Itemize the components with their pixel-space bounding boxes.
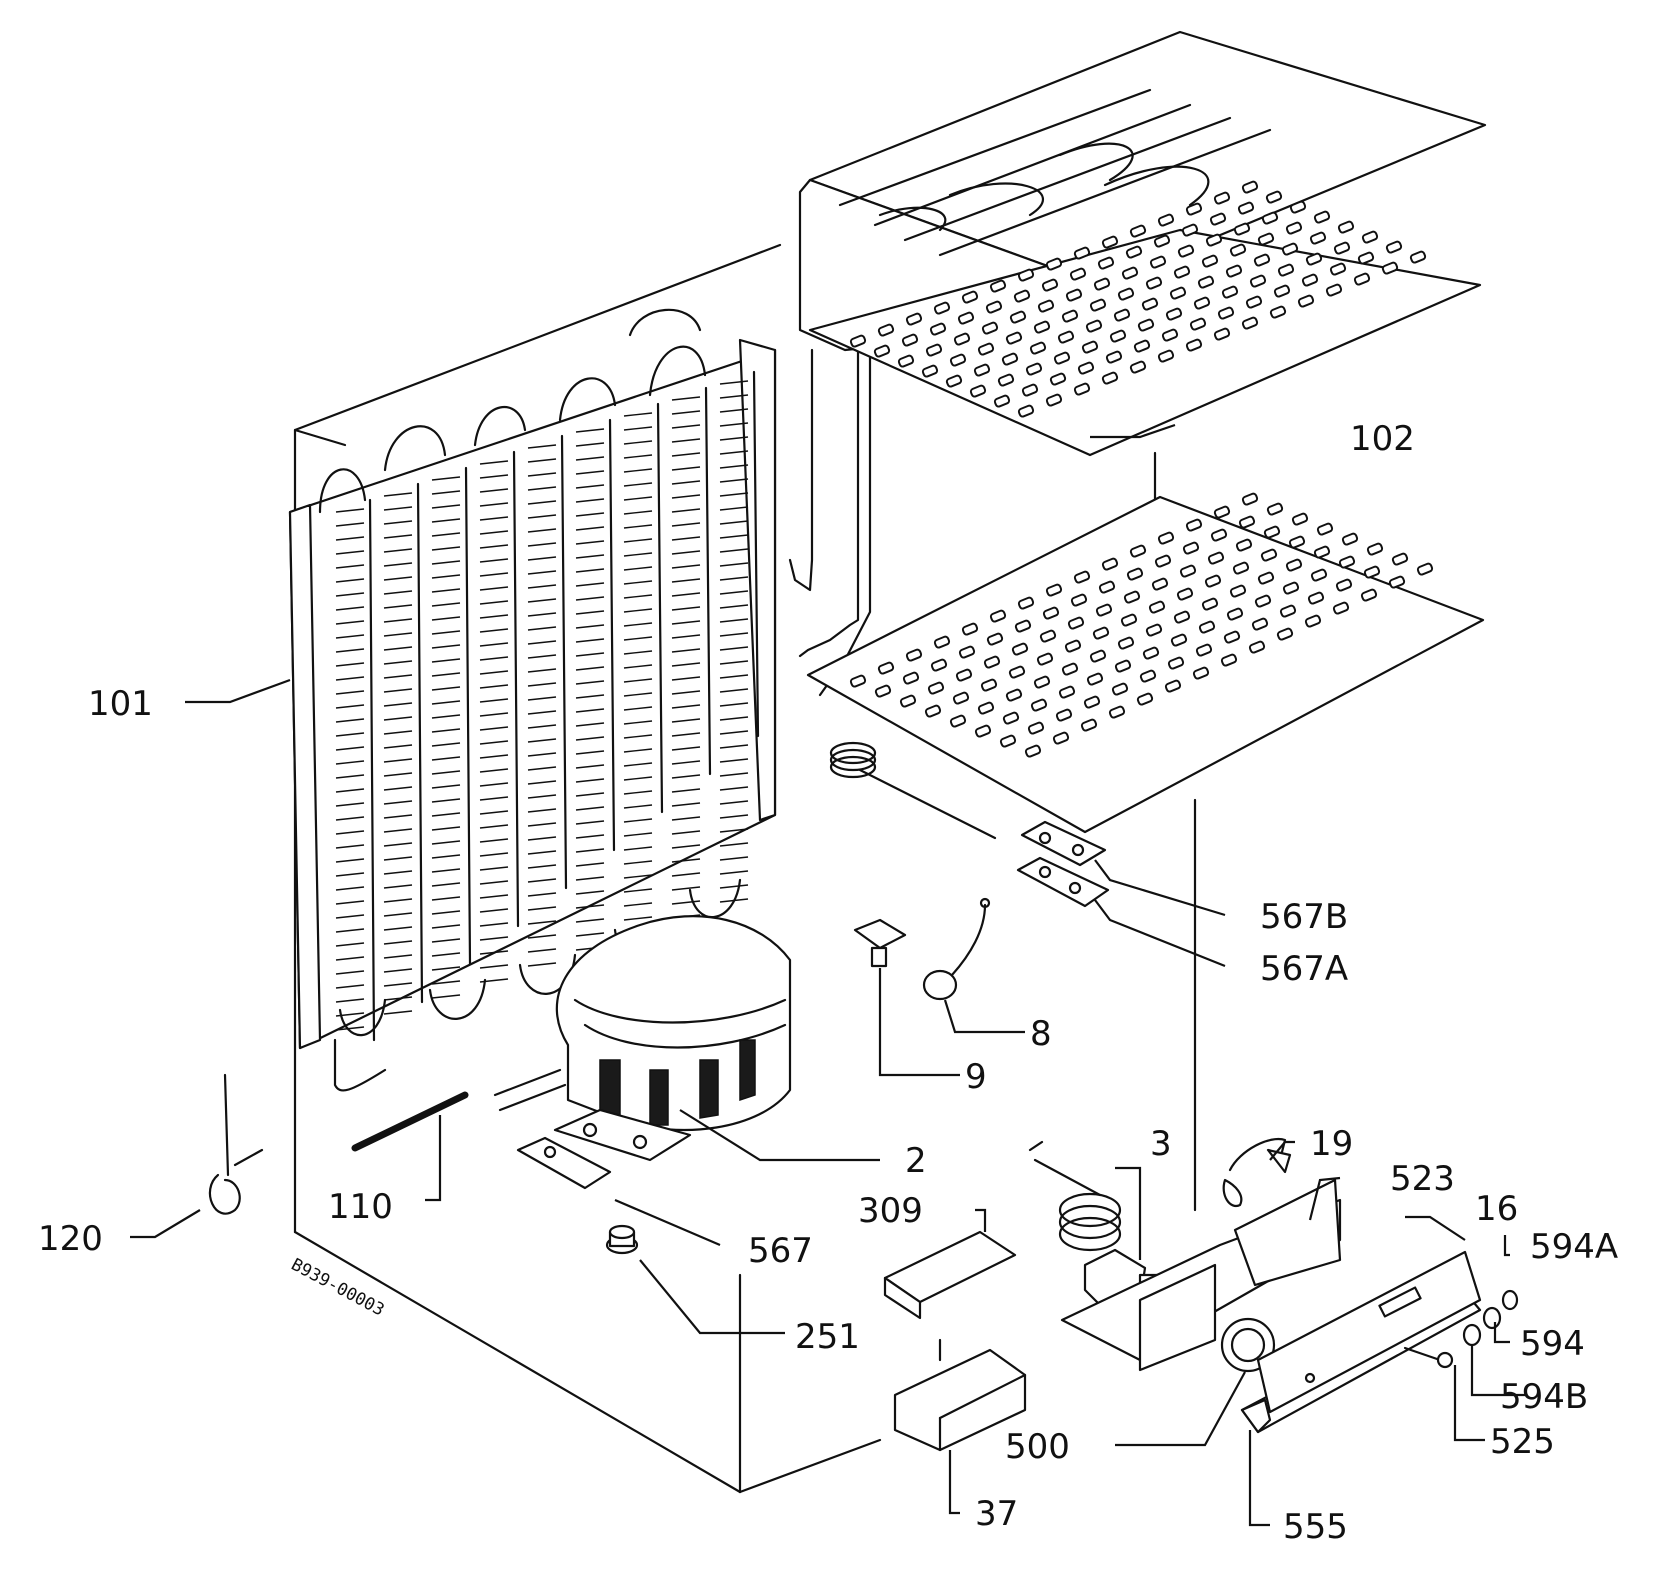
bracket-567b <box>1020 820 1107 867</box>
control-panel-555 <box>1240 1250 1482 1434</box>
label-110: 110 <box>328 1187 393 1227</box>
screw-525 <box>1403 1346 1454 1369</box>
bracket-567a <box>1016 856 1110 908</box>
label-120: 120 <box>38 1219 103 1259</box>
overload-8 <box>922 897 991 1001</box>
terminal-block-309 <box>883 1230 1017 1320</box>
tube-110 <box>351 1091 469 1152</box>
label-500: 500 <box>1005 1427 1070 1467</box>
label-567b: 567B <box>1260 897 1348 937</box>
junction-box-37 <box>893 1338 1027 1452</box>
evaporator-102 <box>798 30 1487 457</box>
label-309: 309 <box>858 1191 923 1231</box>
label-594a: 594A <box>1530 1227 1618 1267</box>
compressor-2 <box>493 915 792 1162</box>
label-567a: 567A <box>1260 949 1348 989</box>
label-2: 2 <box>905 1141 927 1181</box>
label-102: 102 <box>1350 419 1415 459</box>
label-594b: 594B <box>1500 1377 1588 1417</box>
label-567: 567 <box>748 1231 813 1271</box>
drawing-code: B939-00003 <box>288 1255 388 1321</box>
label-555: 555 <box>1283 1507 1348 1547</box>
mounting-plate-567 <box>516 1136 612 1190</box>
label-8: 8 <box>1030 1014 1052 1054</box>
label-523: 523 <box>1390 1159 1455 1199</box>
grommet-251 <box>605 1224 639 1255</box>
drain-spring <box>829 741 997 840</box>
relay-9 <box>853 918 907 968</box>
filter-drier-120 <box>208 1073 264 1215</box>
label-251: 251 <box>795 1317 860 1357</box>
leader-lines <box>130 423 1525 1527</box>
condenser-101 <box>288 308 777 1092</box>
wire-shelf <box>806 492 1485 834</box>
cabinet-outline <box>293 243 1197 1494</box>
label-101: 101 <box>88 684 153 724</box>
label-594: 594 <box>1520 1324 1585 1364</box>
label-525: 525 <box>1490 1422 1555 1462</box>
label-3: 3 <box>1150 1124 1172 1164</box>
label-16: 16 <box>1475 1189 1518 1229</box>
label-9: 9 <box>965 1057 987 1097</box>
label-37: 37 <box>975 1494 1018 1534</box>
label-19: 19 <box>1310 1124 1353 1164</box>
